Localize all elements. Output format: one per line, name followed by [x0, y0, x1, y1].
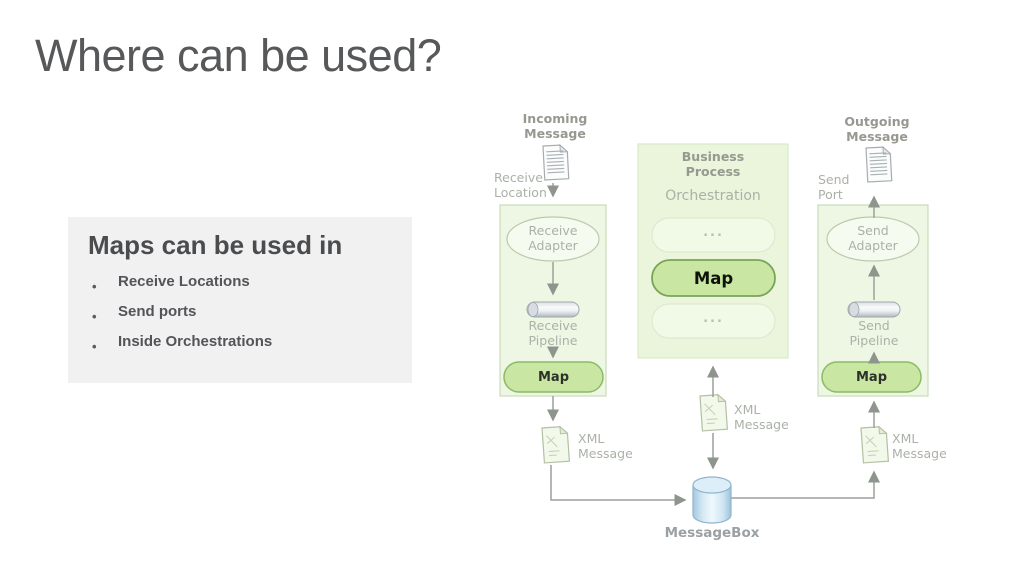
incoming-message-label: Incoming Message — [522, 111, 588, 141]
send-adapter-label: Send Adapter — [848, 223, 898, 253]
send-port-label: Send Port — [818, 172, 850, 202]
connector-messagebox-to-xml — [731, 470, 880, 499]
list-item: • Inside Orchestrations — [88, 333, 388, 363]
bullet-list: • Receive Locations • Send ports • Insid… — [88, 273, 388, 363]
info-box: Maps can be used in • Receive Locations … — [68, 217, 412, 383]
orchestration-label: Orchestration — [665, 188, 761, 204]
messagebox-label: MessageBox — [664, 525, 760, 541]
map-pill-orchestration — [651, 259, 776, 297]
bullet-text: Send ports — [118, 303, 197, 320]
business-process-label: Business Process — [681, 149, 745, 179]
messagebox-cylinder — [692, 476, 732, 524]
orchestration-ellipsis-bottom: ... — [703, 310, 724, 326]
outgoing-message-label: Outgoing Message — [844, 114, 910, 144]
bullet-text: Inside Orchestrations — [118, 333, 273, 350]
map-pill-receive — [503, 361, 604, 393]
receive-location-label: Receive Location — [494, 170, 547, 200]
xml-document-icon-right — [860, 425, 890, 464]
receive-adapter-label: Receive Adapter — [528, 223, 578, 253]
map-receive-label: Map — [537, 369, 569, 385]
bullet-icon: • — [92, 339, 97, 354]
page-title: Where can be used? — [35, 30, 442, 81]
list-item: • Send ports — [88, 303, 388, 333]
receive-pipeline-label: Receive Pipeline — [528, 318, 578, 348]
map-send-label: Map — [855, 369, 887, 385]
bullet-icon: • — [92, 279, 97, 294]
send-adapter-ellipse — [826, 216, 920, 262]
xml-message-left-label: XML Message — [578, 431, 633, 461]
orchestration-ellipsis-top: ... — [703, 224, 724, 240]
bullet-icon: • — [92, 309, 97, 324]
orchestration-step-pill — [651, 303, 776, 339]
connector-xml-to-messagebox — [550, 465, 687, 506]
send-pipeline-icon — [847, 301, 901, 318]
receive-pipeline-icon — [526, 301, 580, 318]
map-orchestration-label: Map — [693, 268, 734, 288]
incoming-document-icon — [542, 143, 570, 181]
xml-message-middle-label: XML Message — [734, 402, 789, 432]
send-pipeline-label: Send Pipeline — [849, 318, 899, 348]
receive-adapter-ellipse — [506, 216, 600, 262]
xml-document-icon-left — [541, 425, 571, 464]
list-item: • Receive Locations — [88, 273, 388, 303]
info-box-heading: Maps can be used in — [88, 230, 343, 260]
outgoing-document-icon — [865, 145, 893, 183]
orchestration-step-pill — [651, 217, 776, 253]
xml-message-right-label: XML Message — [892, 431, 947, 461]
xml-document-icon-middle — [699, 393, 729, 432]
bullet-text: Receive Locations — [118, 273, 250, 290]
